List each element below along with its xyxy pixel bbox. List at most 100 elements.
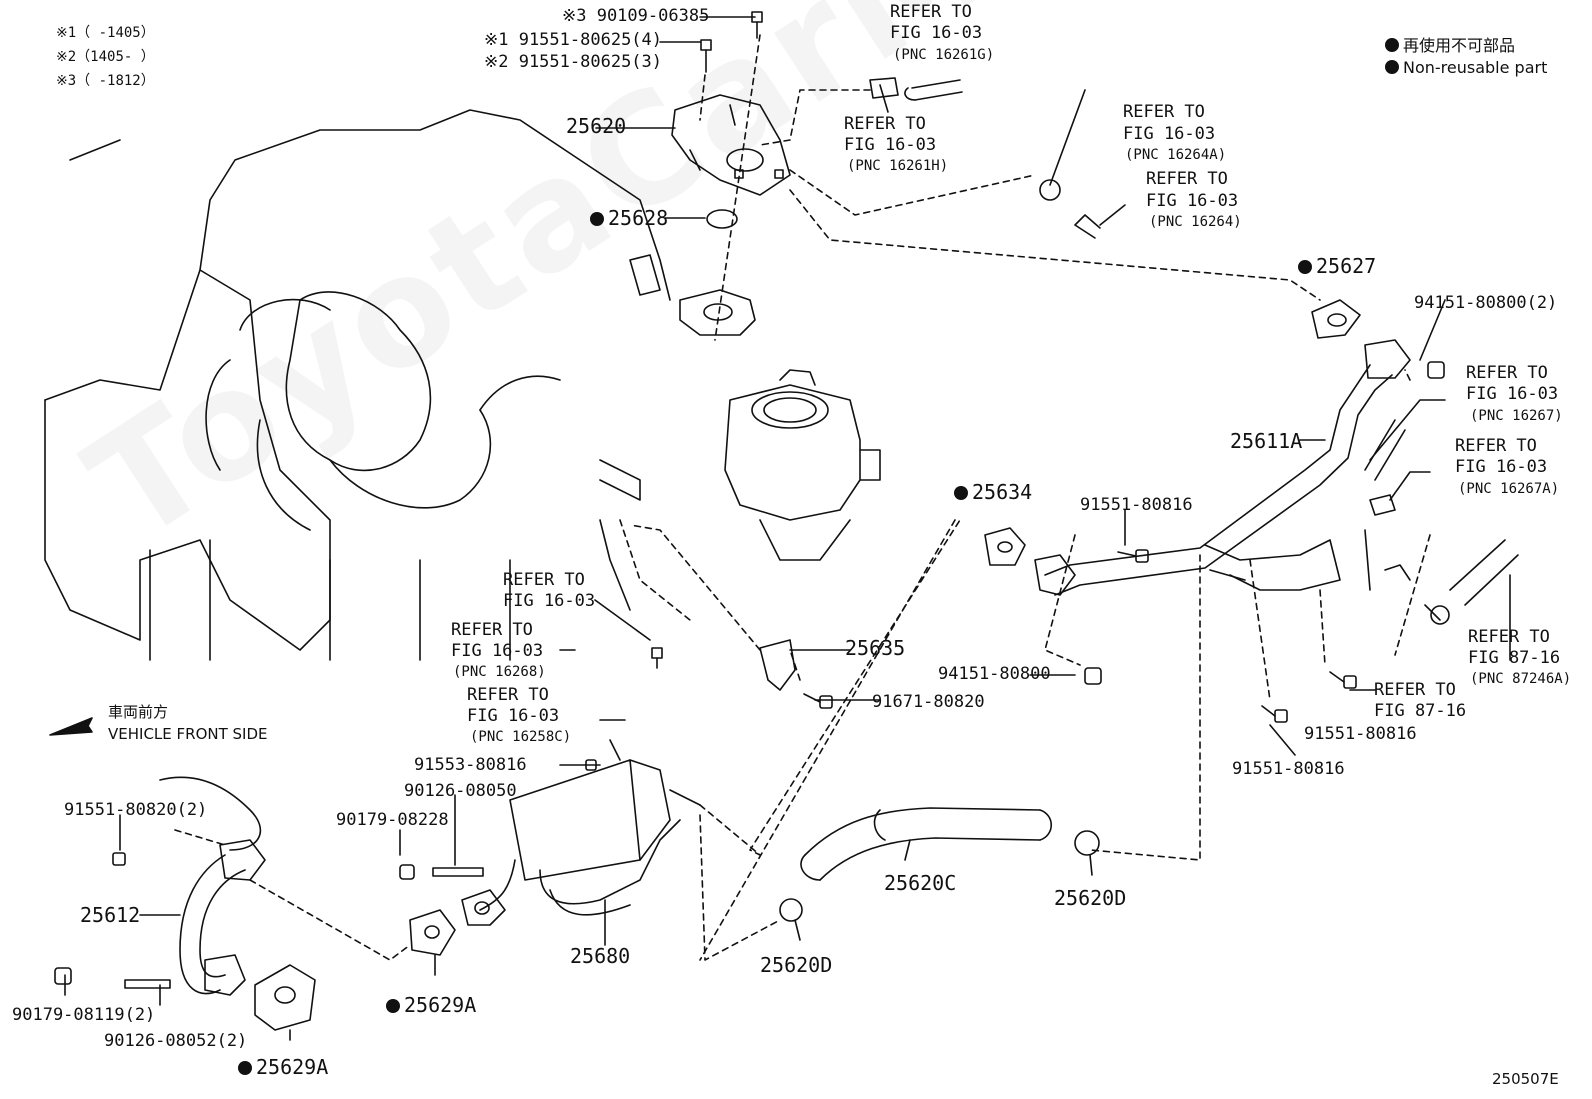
legend-en: Non-reusable part bbox=[1385, 58, 1547, 77]
ref-16268-l3: (PNC 16268) bbox=[453, 664, 546, 680]
part-25635: 25635 bbox=[845, 636, 906, 660]
ref-fig-87-16-l2: FIG 87-16 bbox=[1374, 701, 1467, 721]
non-reusable-dot-icon bbox=[1298, 260, 1312, 274]
ref-16267A-l3: (PNC 16267A) bbox=[1458, 481, 1560, 497]
ref-16264A-l3: (PNC 16264A) bbox=[1125, 147, 1227, 163]
legend-dot-icon bbox=[1385, 60, 1399, 74]
clamp-16267A bbox=[1369, 494, 1396, 516]
ref-fig-87-16-l1: REFER TO bbox=[1374, 680, 1456, 700]
part-91551-80625-3: ※2 91551-80625(3) bbox=[484, 52, 663, 72]
ref-87246A-l1: REFER TO bbox=[1468, 627, 1550, 647]
gasket-25629A-b-shape bbox=[254, 964, 316, 1031]
bracket-25635 bbox=[759, 639, 796, 691]
hose-16264 bbox=[1074, 214, 1101, 239]
part-90179-08119-2: 90179-08119(2) bbox=[12, 1005, 156, 1025]
part-25620D-b: 25620D bbox=[760, 953, 833, 977]
ref-16261H-l3: (PNC 16261H) bbox=[847, 158, 949, 174]
hose-25620C bbox=[800, 807, 1053, 881]
non-reusable-dot-icon bbox=[238, 1061, 252, 1075]
part-25629A-b: 25629A bbox=[238, 1057, 328, 1077]
part-94151-80800-2: 94151-80800(2) bbox=[1414, 293, 1558, 313]
part-25612: 25612 bbox=[80, 903, 141, 927]
legend-jp-text: 再使用不可部品 bbox=[1403, 36, 1516, 55]
ref-16261G-l1: REFER TO bbox=[890, 2, 972, 22]
fasteners bbox=[54, 11, 1445, 989]
hose-16261G bbox=[911, 79, 963, 101]
part-91551-80816-b: 91551-80816 bbox=[1304, 724, 1417, 744]
throttle-body bbox=[724, 369, 881, 561]
ref-fig-16-03-l2: FIG 16-03 bbox=[503, 591, 596, 611]
egr-valve bbox=[671, 94, 791, 196]
clamp-16261H bbox=[869, 77, 899, 99]
ref-16264-l2: FIG 16-03 bbox=[1146, 191, 1239, 211]
ref-16264A-l1: REFER TO bbox=[1123, 102, 1205, 122]
ref-87246A-l2: FIG 87-16 bbox=[1468, 648, 1561, 668]
part-91551-80816-c: 91551-80816 bbox=[1232, 759, 1345, 779]
part-91671-80820: 91671-80820 bbox=[872, 692, 985, 712]
direction-en: VEHICLE FRONT SIDE bbox=[108, 725, 268, 743]
note-2: ※2（1405- ） bbox=[56, 49, 155, 65]
engine-block bbox=[44, 109, 671, 851]
ref-16258C-l3: (PNC 16258C) bbox=[470, 729, 572, 745]
ref-16264-l3: (PNC 16264) bbox=[1149, 214, 1242, 230]
part-90126-08052-2: 90126-08052(2) bbox=[104, 1031, 248, 1051]
part-90179-08228: 90179-08228 bbox=[336, 810, 449, 830]
note-1: ※1（ -1405） bbox=[56, 25, 155, 41]
part-90109-06385: ※3 90109-06385 bbox=[562, 6, 710, 26]
part-91553-80816: 91553-80816 bbox=[414, 755, 527, 775]
part-25620C: 25620C bbox=[884, 871, 957, 895]
ref-16267A-l1: REFER TO bbox=[1455, 436, 1537, 456]
part-25629A-a: 25629A bbox=[386, 995, 476, 1015]
dashed-leaders bbox=[174, 34, 1431, 961]
gasket-25628-shape bbox=[706, 209, 738, 229]
part-25628: 25628 bbox=[590, 208, 668, 228]
clamp-right bbox=[1424, 604, 1441, 621]
non-reusable-dot-icon bbox=[590, 212, 604, 226]
part-25620: 25620 bbox=[566, 114, 627, 138]
non-reusable-dot-icon bbox=[386, 999, 400, 1013]
ref-16267-l2: FIG 16-03 bbox=[1466, 384, 1559, 404]
part-91551-80625-4: ※1 91551-80625(4) bbox=[484, 30, 663, 50]
part-25620D-a: 25620D bbox=[1054, 886, 1127, 910]
egr-pipe-25611A bbox=[1034, 339, 1411, 596]
part-91551-80820-2: 91551-80820(2) bbox=[64, 800, 208, 820]
ref-16261G-l3: (PNC 16261G) bbox=[893, 47, 995, 63]
ref-87246A-l3: (PNC 87246A) bbox=[1470, 671, 1572, 687]
ref-16268-l1: REFER TO bbox=[451, 620, 533, 640]
hose-right bbox=[1449, 539, 1519, 606]
part-25627: 25627 bbox=[1298, 256, 1376, 276]
ref-fig-16-03-l1: REFER TO bbox=[503, 570, 585, 590]
ref-16264-l1: REFER TO bbox=[1146, 169, 1228, 189]
clamp-25620D-b bbox=[779, 898, 803, 922]
part-25680: 25680 bbox=[570, 944, 631, 968]
non-reusable-dot-icon bbox=[954, 486, 968, 500]
part-25634: 25634 bbox=[954, 482, 1032, 502]
intake-flange bbox=[679, 289, 756, 336]
clamp-16264A bbox=[1039, 179, 1061, 201]
ref-16268-l2: FIG 16-03 bbox=[451, 641, 544, 661]
gasket-25629A-a-shape bbox=[409, 909, 456, 956]
ref-16267-l1: REFER TO bbox=[1466, 363, 1548, 383]
figure-code: 250507E bbox=[1492, 1070, 1559, 1088]
clamp-25620D-a bbox=[1074, 830, 1100, 856]
part-25611A: 25611A bbox=[1230, 429, 1303, 453]
part-91551-80816-a: 91551-80816 bbox=[1080, 495, 1193, 515]
part-94151-80800: 94151-80800 bbox=[938, 664, 1051, 684]
egr-pipe-25612 bbox=[179, 839, 266, 996]
direction-jp: 車両前方 bbox=[108, 703, 169, 721]
legend-jp: 再使用不可部品 bbox=[1385, 32, 1515, 56]
ref-16267A-l2: FIG 16-03 bbox=[1455, 457, 1548, 477]
egr-cooler bbox=[479, 739, 701, 916]
ref-16267-l3: (PNC 16267) bbox=[1470, 408, 1563, 424]
ref-16261G-l2: FIG 16-03 bbox=[890, 23, 983, 43]
ref-16258C-l2: FIG 16-03 bbox=[467, 706, 560, 726]
front-arrow bbox=[49, 717, 93, 736]
part-90126-08050: 90126-08050 bbox=[404, 781, 517, 801]
solid-leaders bbox=[64, 16, 1511, 1041]
legend-dot-icon bbox=[1385, 38, 1399, 52]
legend-en-text: Non-reusable part bbox=[1403, 58, 1548, 77]
ref-16261H-l2: FIG 16-03 bbox=[844, 135, 937, 155]
gasket-25627-shape bbox=[1311, 299, 1361, 339]
